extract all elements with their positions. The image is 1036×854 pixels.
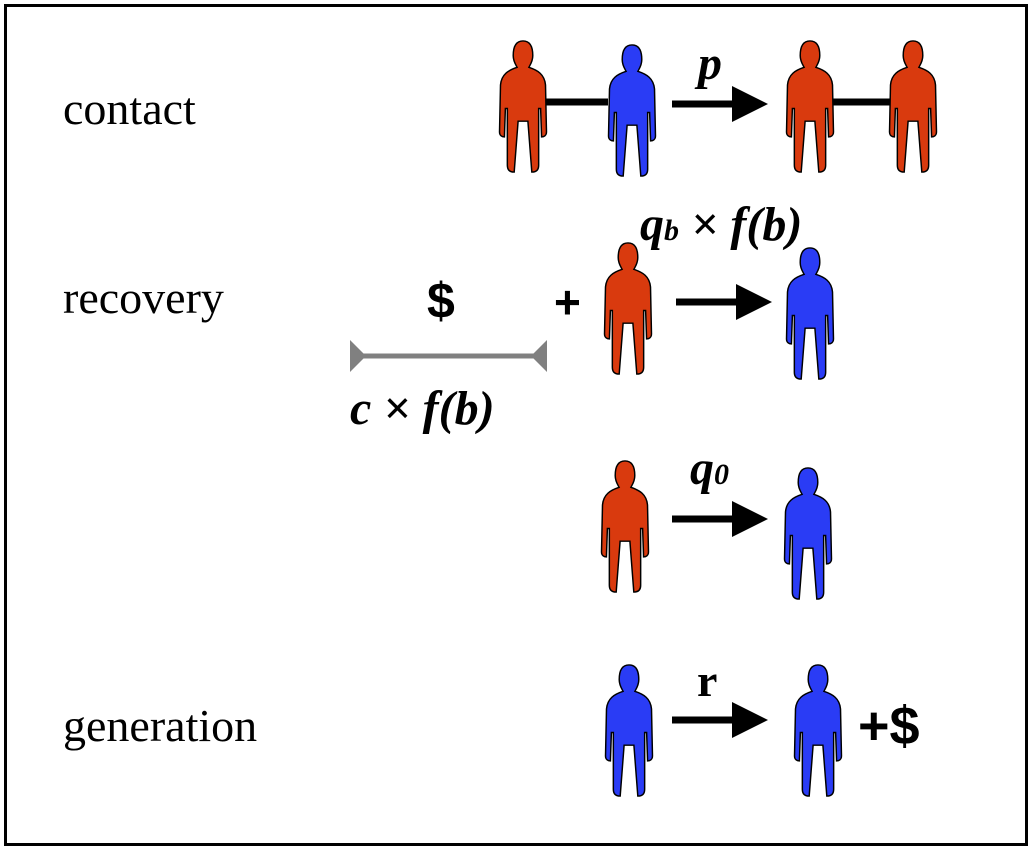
susceptible-person-icon (604, 664, 654, 797)
rate-p: p (694, 37, 722, 90)
cost-bar (350, 340, 547, 372)
rate-q0: q0 (690, 442, 729, 495)
infected-person-icon (785, 40, 835, 173)
cost-dollar: $ (427, 273, 455, 329)
plus-sign: + (554, 276, 581, 328)
infected-person-icon (888, 40, 938, 173)
contact-arrow-icon (672, 86, 768, 122)
infected-person-icon (600, 460, 650, 593)
recovery-arrow-icon (676, 284, 772, 320)
label-generation: generation (63, 700, 257, 751)
susceptible-person-icon (607, 44, 657, 177)
rate-qb-f-b: qb × f(b) (640, 198, 802, 251)
infected-person-icon (603, 242, 653, 375)
susceptible-person-icon (783, 467, 833, 600)
rate-r: r (697, 655, 717, 706)
cost-expression: c × f(b) (350, 382, 495, 435)
infected-person-icon (498, 40, 548, 173)
label-contact: contact (63, 83, 196, 134)
susceptible-person-icon (785, 247, 835, 380)
label-recovery: recovery (63, 272, 224, 323)
plus-dollar: +$ (858, 696, 920, 756)
spontaneous-recovery-arrow-icon (672, 501, 768, 537)
generation-arrow-icon (672, 702, 768, 738)
susceptible-person-icon (793, 664, 843, 797)
